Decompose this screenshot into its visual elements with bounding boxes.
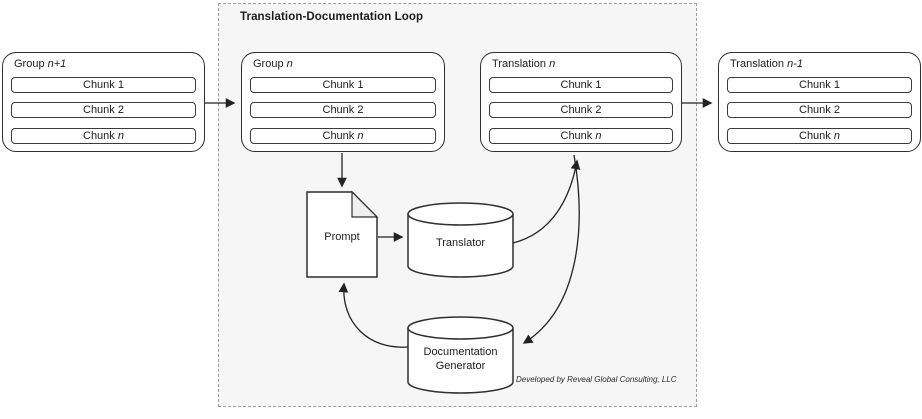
chunk-label-variable: n — [117, 130, 124, 142]
chunk-label-text: Chunk 2 — [83, 104, 124, 116]
chunk-item: Chunk 1 — [727, 77, 912, 93]
chunk-label-variable: n — [833, 130, 840, 142]
group-box-n: Group n Chunk 1 Chunk 2 Chunk n — [241, 52, 445, 152]
chunk-label-text: Chunk — [560, 130, 596, 142]
documentation-generator-label-line2: Generator — [435, 360, 486, 372]
documentation-generator-node-label: Documentation Generator — [408, 345, 513, 373]
chunk-label-text: Chunk — [799, 130, 834, 142]
chunk-label-text: Chunk 2 — [560, 104, 602, 116]
chunk-item: Chunk n — [250, 128, 436, 144]
translation-box-n-minus-1: Translation n-1 Chunk 1 Chunk 2 Chunk n — [718, 52, 921, 152]
chunk-item: Chunk n — [11, 128, 196, 144]
documentation-generator-label-line1: Documentation — [423, 346, 498, 358]
translation-box-n: Translation n Chunk 1 Chunk 2 Chunk n — [480, 52, 682, 152]
group-label-variable: n — [286, 58, 293, 70]
group-label-variable: n+1 — [47, 58, 67, 70]
chunk-label-text: Chunk 1 — [799, 79, 840, 91]
prompt-fold — [351, 190, 379, 218]
group-label: Translation n — [492, 58, 555, 70]
chunk-item: Chunk 1 — [489, 77, 673, 93]
chunk-item: Chunk n — [727, 128, 912, 144]
group-label-variable: n-1 — [787, 58, 803, 70]
documentation-generator-cylinder — [407, 316, 514, 394]
group-label-text: Translation — [730, 58, 788, 70]
chunk-label-variable: n — [357, 130, 364, 142]
chunk-item: Chunk n — [489, 128, 673, 144]
group-label-variable: n — [549, 58, 556, 70]
group-label-text: Group — [14, 58, 48, 70]
chunk-item: Chunk 2 — [727, 102, 912, 118]
loop-title: Translation-Documentation Loop — [240, 11, 424, 23]
credit-text: Developed by Reveal Global Consulting, L… — [516, 375, 677, 384]
group-label-text: Group — [253, 58, 287, 70]
chunk-label-text: Chunk — [83, 130, 118, 142]
translator-cylinder-rim — [407, 213, 514, 226]
chunk-label-text: Chunk 1 — [83, 79, 124, 91]
group-box-n-plus-1: Group n+1 Chunk 1 Chunk 2 Chunk n — [2, 52, 205, 152]
arrow-doc-generator-to-prompt — [338, 282, 409, 348]
group-label: Group n+1 — [14, 58, 66, 70]
group-label: Translation n-1 — [730, 58, 803, 70]
chunk-label-text: Chunk 2 — [799, 104, 840, 116]
chunk-label-text: Chunk 2 — [322, 104, 364, 116]
chunk-label-text: Chunk — [322, 130, 358, 142]
arrow-translation-n-to-doc-generator — [522, 154, 580, 344]
chunk-label-variable: n — [595, 130, 602, 142]
prompt-node-label: Prompt — [324, 231, 360, 243]
translator-cylinder — [407, 202, 514, 278]
translator-node-label: Translator — [435, 237, 486, 249]
chunk-label-text: Chunk 1 — [560, 79, 602, 91]
chunk-item: Chunk 1 — [250, 77, 436, 93]
group-label-text: Translation — [492, 58, 550, 70]
chunk-item: Chunk 2 — [250, 102, 436, 118]
chunk-label-text: Chunk 1 — [322, 79, 364, 91]
arrow-translator-to-translation-n — [512, 159, 581, 244]
chunk-item: Chunk 2 — [489, 102, 673, 118]
group-label: Group n — [253, 58, 293, 70]
documentation-generator-cylinder-rim — [407, 327, 514, 340]
chunk-item: Chunk 2 — [11, 102, 196, 118]
chunk-item: Chunk 1 — [11, 77, 196, 93]
